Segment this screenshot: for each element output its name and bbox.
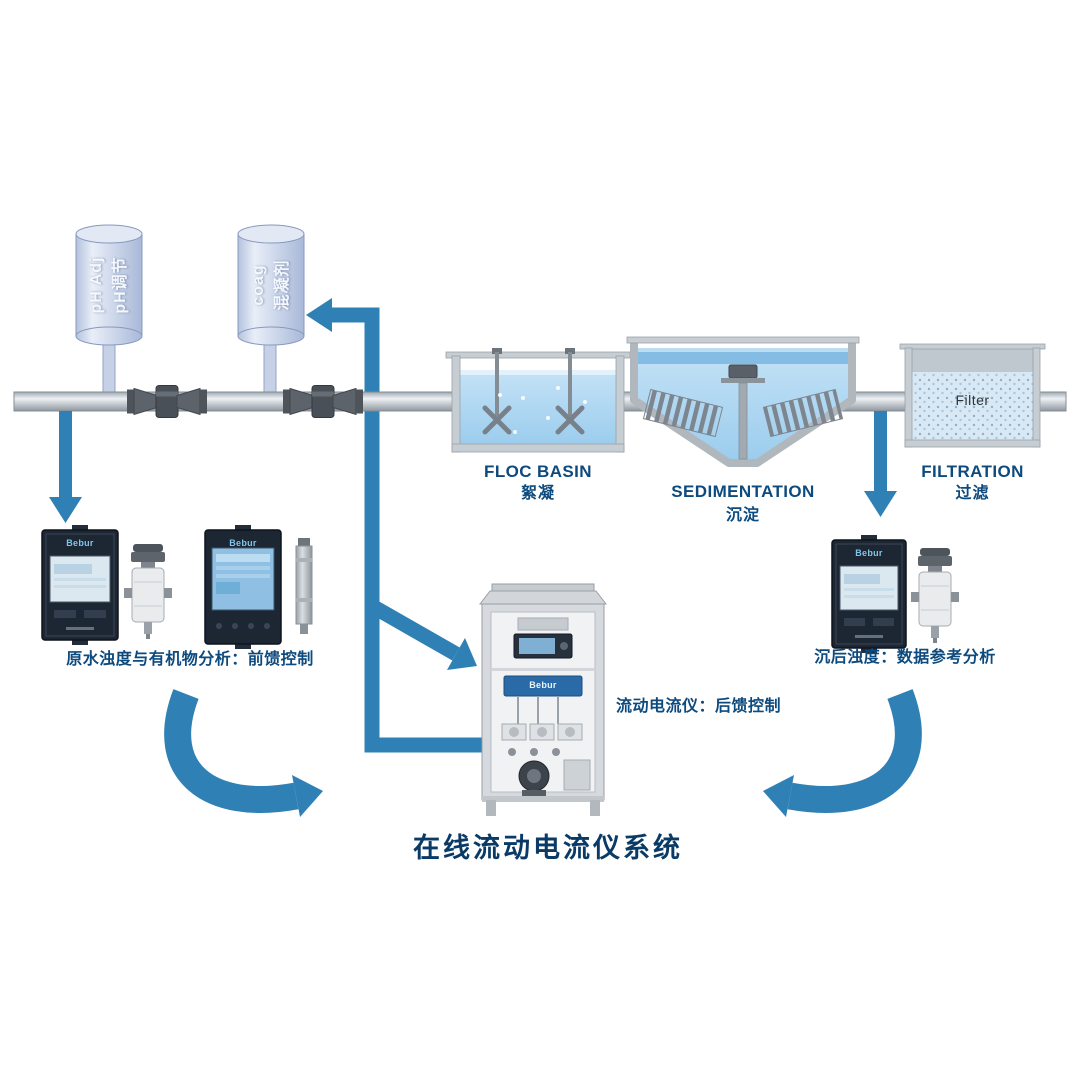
raw-water-analyzer-1 [41, 525, 119, 645]
floc-bubbles [498, 386, 587, 434]
filter-media [912, 372, 1033, 440]
ph-tank-label-en: pH Adj [88, 256, 105, 314]
analyzer1-brand: Bebur [66, 538, 94, 548]
filter-media-label: Filter [955, 392, 990, 408]
center-caption: 流动电流仪：后馈控制 [616, 698, 782, 715]
feedback-line [306, 298, 486, 753]
streaming-current-cabinet [478, 583, 608, 816]
feedback-arrowhead-to-coag [306, 298, 332, 332]
filtration-label-zh: 过滤 [955, 485, 990, 502]
sedimentation-label-en: SEDIMENTATION [671, 482, 815, 501]
analyzer2-brand: Bebur [229, 538, 257, 548]
floc-basin-label-en: FLOC BASIN [484, 462, 592, 481]
ph-tank-label: pH Adj pH调节 [80, 225, 138, 345]
right-caption: 沉后浊度：数据参考分析 [814, 649, 996, 666]
ph-adjust-tank [75, 224, 143, 346]
right-curved-arrow [763, 689, 922, 817]
filtration-tank [899, 343, 1046, 448]
inline-valve-2 [283, 385, 363, 418]
inline-valve-1 [127, 385, 207, 418]
coag-tank-label-zh: 混凝剂 [274, 259, 291, 311]
lamella-rack-left [642, 388, 724, 438]
filtration-label-en: FILTRATION [921, 462, 1024, 481]
settled-water-flow-cell [911, 548, 959, 643]
immersion-probe [295, 538, 313, 634]
floc-basin-label-zh: 絮凝 [520, 485, 555, 502]
cabinet-module-brand: Bebur [529, 680, 557, 690]
left-caption: 原水浊度与有机物分析：前馈控制 [66, 651, 314, 668]
settled-water-analyzer [831, 535, 907, 653]
coagulant-tank [237, 224, 305, 346]
left-curved-arrow [164, 689, 323, 817]
floc-mixer-2 [555, 348, 585, 435]
sludge-scraper-drive [721, 364, 765, 460]
raw-water-analyzer-2 [204, 525, 282, 649]
sedimentation-label-zh: 沉淀 [725, 507, 760, 524]
coag-tank-label-en: coag [250, 264, 267, 306]
settled-water-sample-arrow [864, 411, 897, 517]
lamella-rack-right [762, 388, 844, 438]
raw-water-flow-cell [124, 544, 172, 639]
ph-tank-label-zh: pH调节 [112, 256, 129, 314]
sedimentation-basin [626, 336, 860, 467]
tank-stems [102, 335, 277, 397]
raw-water-sample-arrow [49, 411, 82, 523]
analyzer3-brand: Bebur [855, 548, 883, 558]
page-title: 在线流动电流仪系统 [413, 833, 683, 863]
floc-mixer-1 [482, 348, 512, 435]
floc-basin [445, 348, 631, 453]
coag-tank-label: coag 混凝剂 [242, 225, 300, 345]
feedback-arrowhead-to-cabinet [447, 638, 477, 670]
cabinet-controller-module [503, 675, 583, 697]
